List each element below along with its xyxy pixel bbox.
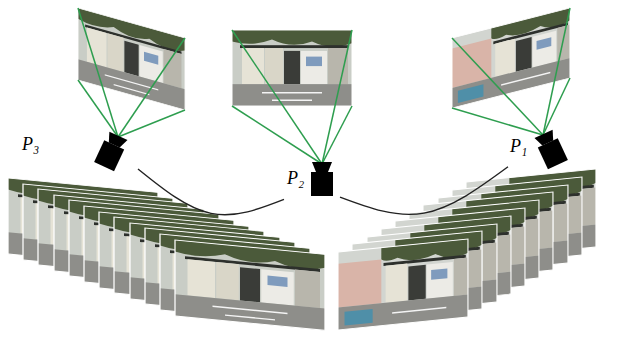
camera-label: P₃ xyxy=(22,134,39,156)
frustum-line xyxy=(78,80,118,137)
frustum-line xyxy=(322,106,352,164)
camera-body xyxy=(311,172,333,196)
image-stack-right xyxy=(338,169,596,330)
image-stack-left xyxy=(8,178,325,330)
camera-view-image xyxy=(232,30,352,106)
camera-lens xyxy=(312,162,332,172)
camera-lens xyxy=(105,132,127,150)
stack-frame xyxy=(175,240,325,330)
camera-lens xyxy=(534,130,556,148)
frustum-line xyxy=(118,110,185,137)
stack-frame xyxy=(338,239,468,330)
frustum-line xyxy=(78,8,118,137)
frustum-line xyxy=(543,8,570,135)
camera-label: P₂ xyxy=(287,168,304,190)
frustum-line xyxy=(322,30,352,164)
camera-icon xyxy=(94,131,128,171)
frustum-line xyxy=(232,30,322,164)
frustum-lines xyxy=(78,8,570,164)
camera-node: P₁ xyxy=(508,122,572,178)
camera-path-arc xyxy=(138,169,284,215)
camera-label: P₁ xyxy=(510,136,527,158)
camera-icon xyxy=(534,129,568,169)
camera-node: P₂ xyxy=(284,158,340,204)
frustum-line xyxy=(543,78,570,135)
frustum-line xyxy=(118,38,185,137)
camera-path-arc xyxy=(340,167,508,215)
frustum-line xyxy=(232,106,322,164)
frustum-line xyxy=(452,108,543,135)
camera-icon xyxy=(311,162,333,196)
camera-node: P₃ xyxy=(18,118,138,178)
frustum-line xyxy=(452,38,543,135)
